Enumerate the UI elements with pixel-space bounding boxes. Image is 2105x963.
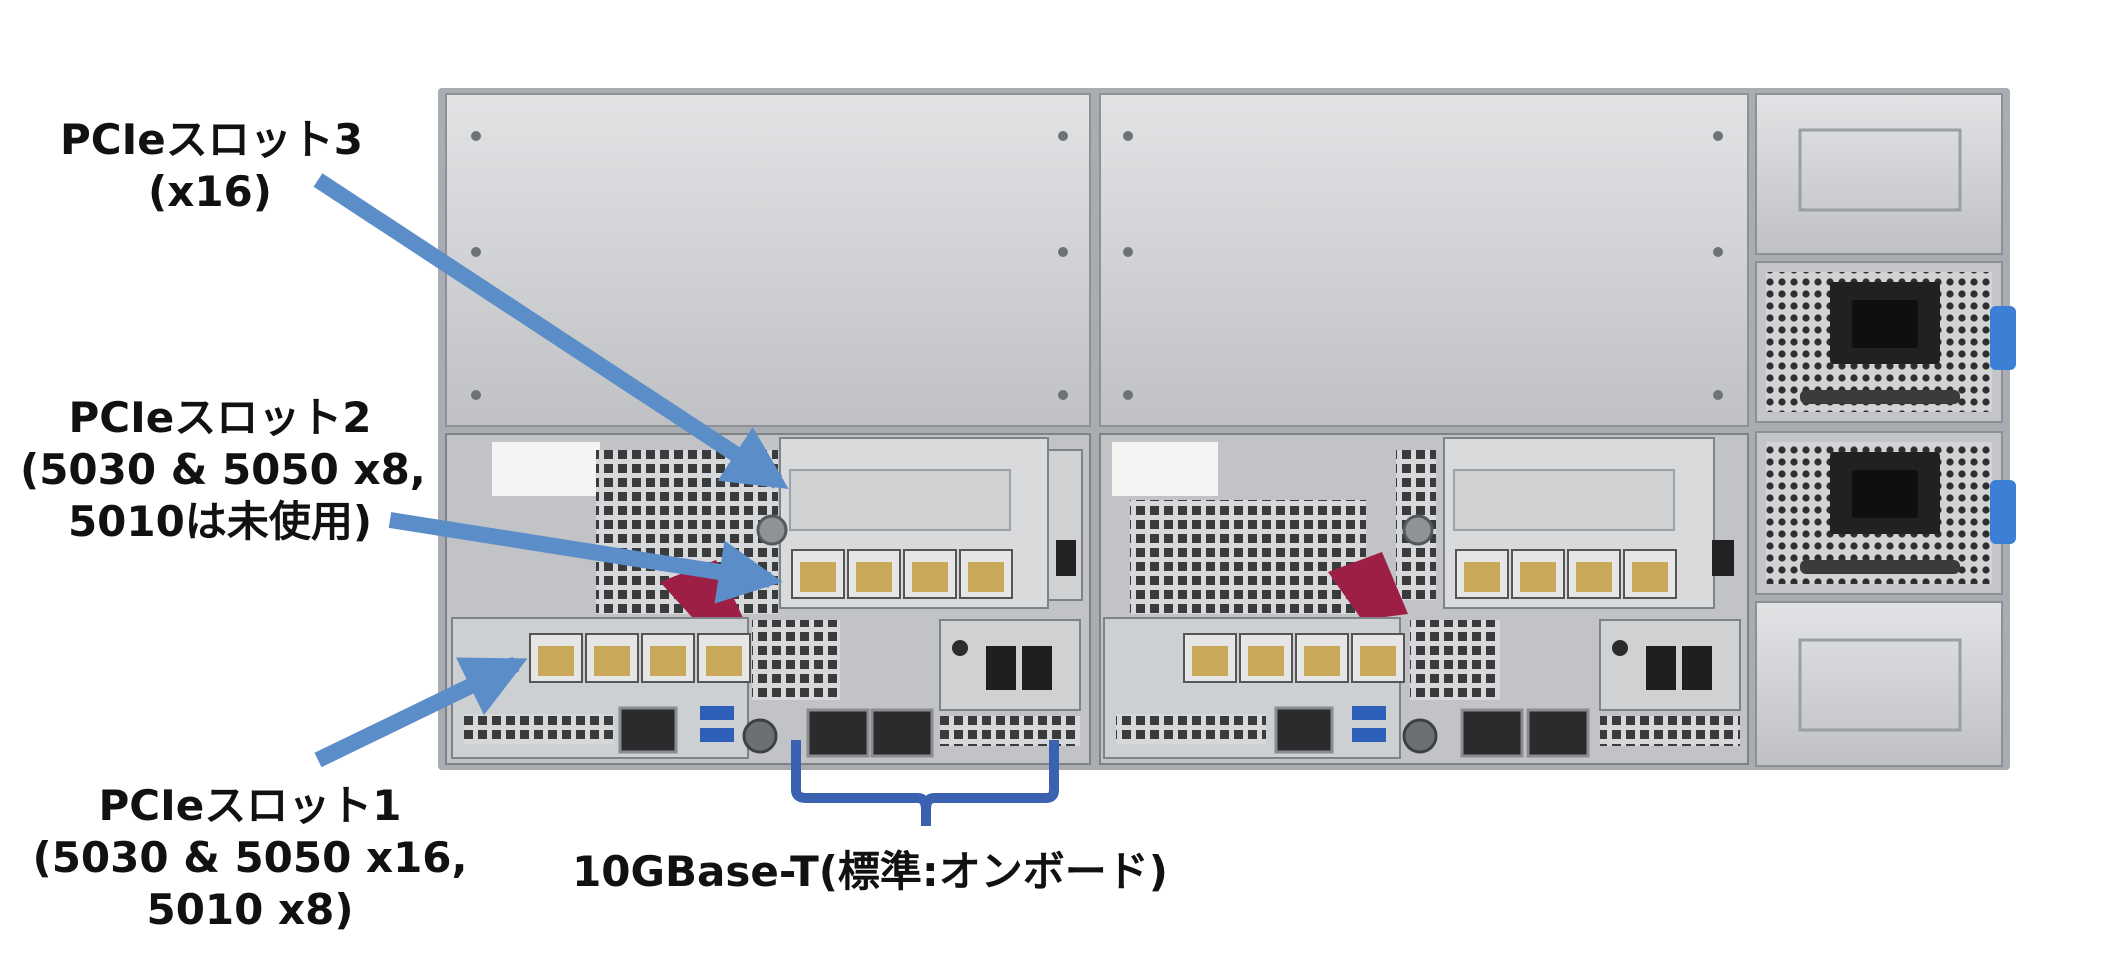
label-10gbase-t: 10GBase-T(標準:オンボード) bbox=[572, 847, 1168, 896]
psu-release-handle[interactable] bbox=[1990, 480, 2016, 544]
label-pcie-slot1-detail-2: 5010 x8) bbox=[146, 885, 354, 934]
label-pcie-slot3-title: PCIeスロット3 bbox=[60, 115, 363, 164]
panel-screws bbox=[471, 131, 1723, 400]
label-pcie-slot2-detail-2: 5010は未使用) bbox=[67, 497, 373, 546]
label-pcie-slot3-detail: (x16) bbox=[148, 167, 272, 216]
callout-arrows bbox=[313, 173, 789, 768]
thumbscrew-icon[interactable] bbox=[756, 514, 788, 546]
blank-panel-left bbox=[445, 93, 1091, 427]
management-rj45-port[interactable] bbox=[618, 706, 678, 754]
usb-port[interactable] bbox=[700, 706, 734, 720]
rj45-port[interactable] bbox=[1460, 708, 1524, 758]
thumbscrew-icon[interactable] bbox=[1402, 718, 1438, 754]
network-ports-bracket bbox=[791, 740, 1059, 826]
thumbscrew-icon[interactable] bbox=[742, 718, 778, 754]
rj45-port[interactable] bbox=[1526, 708, 1590, 758]
psu-release-handle[interactable] bbox=[1990, 306, 2016, 370]
arrow-slot2 bbox=[388, 512, 783, 604]
rj45-port[interactable] bbox=[806, 708, 870, 758]
usb-port[interactable] bbox=[1352, 728, 1386, 742]
management-rj45-port[interactable] bbox=[1274, 706, 1334, 754]
arrow-slot1 bbox=[314, 656, 528, 768]
arrow-slot3 bbox=[313, 173, 789, 490]
label-pcie-slot3: PCIeスロット3 (x16) bbox=[60, 114, 363, 218]
serial-label-sticker bbox=[492, 442, 600, 496]
controller-right bbox=[1099, 433, 1749, 765]
usb-port[interactable] bbox=[1352, 706, 1386, 720]
sfp-port[interactable] bbox=[1682, 646, 1712, 690]
sfp-port[interactable] bbox=[1646, 646, 1676, 690]
power-supply-2 bbox=[1755, 431, 2016, 595]
blank-panel-right bbox=[1099, 93, 1749, 427]
psu-blank-bottom bbox=[1755, 601, 2003, 767]
power-supply-1 bbox=[1755, 261, 2016, 423]
psu-blank-top bbox=[1755, 93, 2003, 255]
label-pcie-slot1: PCIeスロット1 (5030 & 5050 x16, 5010 x8) bbox=[30, 780, 470, 936]
label-pcie-slot2-title: PCIeスロット2 bbox=[68, 393, 372, 442]
usb-port[interactable] bbox=[700, 728, 734, 742]
label-pcie-slot2-detail-1: (5030 & 5050 x8, bbox=[20, 445, 426, 494]
pcie-slot2-ports bbox=[791, 549, 1013, 599]
pcie-slot1-ports bbox=[529, 633, 751, 683]
onboard-10gbase-t-ports bbox=[806, 708, 934, 758]
label-pcie-slot1-detail-1: (5030 & 5050 x16, bbox=[32, 833, 468, 882]
serial-label-sticker bbox=[1112, 442, 1218, 496]
thumbscrew-icon[interactable] bbox=[1402, 514, 1434, 546]
release-latch[interactable] bbox=[1328, 552, 1408, 620]
sfp-port[interactable] bbox=[986, 646, 1016, 690]
label-pcie-slot1-title: PCIeスロット1 bbox=[98, 781, 402, 830]
rj45-port[interactable] bbox=[870, 708, 934, 758]
label-pcie-slot2: PCIeスロット2 (5030 & 5050 x8, 5010は未使用) bbox=[20, 392, 426, 548]
sfp-port[interactable] bbox=[1022, 646, 1052, 690]
